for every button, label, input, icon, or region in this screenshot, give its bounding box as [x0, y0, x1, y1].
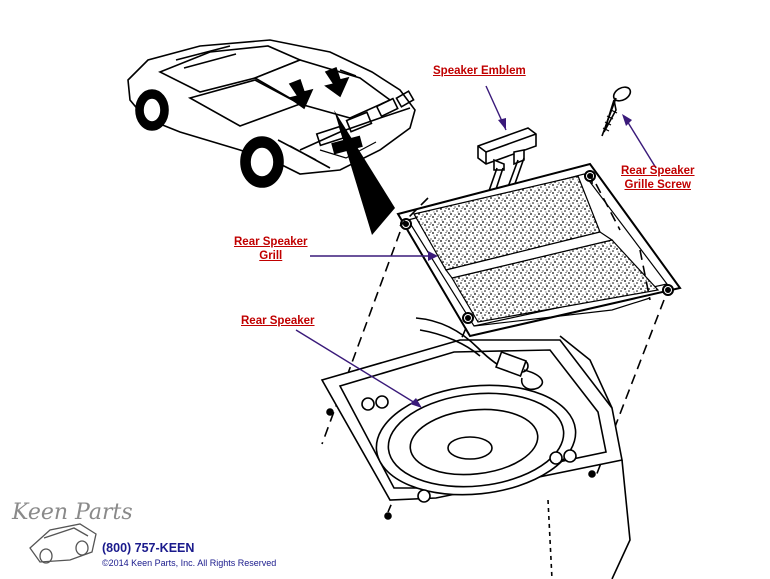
callout-grille-screw-line2: Grille Screw [624, 179, 691, 191]
copyright-notice: ©2014 Keen Parts, Inc. All Rights Reserv… [102, 558, 277, 568]
keen-parts-logo-text: Keen Parts [12, 500, 133, 525]
grille-screw-part [601, 86, 632, 137]
callout-grill-line2: Grill [259, 250, 283, 262]
car-illustration [127, 39, 416, 188]
rear-speaker-part [320, 317, 631, 579]
rear-speaker-grill-part [396, 162, 682, 338]
location-pointer [334, 110, 395, 235]
callout-grill-line1: Rear Speaker [234, 236, 308, 248]
callout-rear-speaker-grill[interactable]: Rear Speaker Grill [234, 235, 308, 263]
speaker-emblem-part [477, 127, 537, 171]
callout-grille-screw-line1: Rear Speaker [621, 165, 695, 177]
phone-number[interactable]: (800) 757-KEEN [102, 541, 195, 555]
callout-rear-speaker-grille-screw[interactable]: Rear Speaker Grille Screw [621, 164, 695, 192]
leader-arrowheads [410, 114, 632, 408]
keen-parts-logo [29, 523, 97, 564]
callout-rear-speaker[interactable]: Rear Speaker [241, 315, 315, 327]
callout-speaker-emblem[interactable]: Speaker Emblem [433, 65, 526, 77]
